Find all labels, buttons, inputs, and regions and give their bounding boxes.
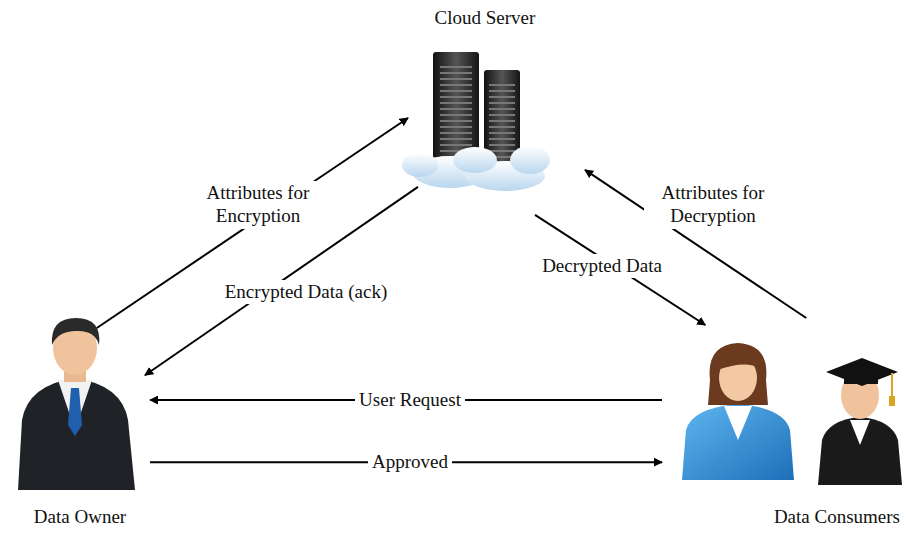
graduate-icon <box>818 358 902 485</box>
owner-node: Data Owner <box>10 318 150 530</box>
edge-label: Attributes for Decryption <box>644 181 782 229</box>
flow-arrow <box>97 118 408 328</box>
consumers-node: Data Consumers <box>662 318 904 530</box>
server-node: Cloud Server <box>385 5 585 217</box>
edge-label: Approved <box>368 450 452 475</box>
node-label: Data Consumers <box>774 506 900 528</box>
flow-arrow <box>535 215 705 325</box>
edge-label: User Request <box>355 388 465 413</box>
server-icon <box>402 52 550 191</box>
node-label: Data Owner <box>34 506 126 528</box>
edge-label: Attributes for Encryption <box>189 181 327 229</box>
flow-arrow <box>585 170 806 318</box>
woman-icon <box>682 343 794 480</box>
edge-label: Decrypted Data <box>538 254 666 279</box>
businessman-icon <box>18 318 135 490</box>
node-label: Cloud Server <box>435 7 536 29</box>
edge-label: Encrypted Data (ack) <box>221 280 391 305</box>
